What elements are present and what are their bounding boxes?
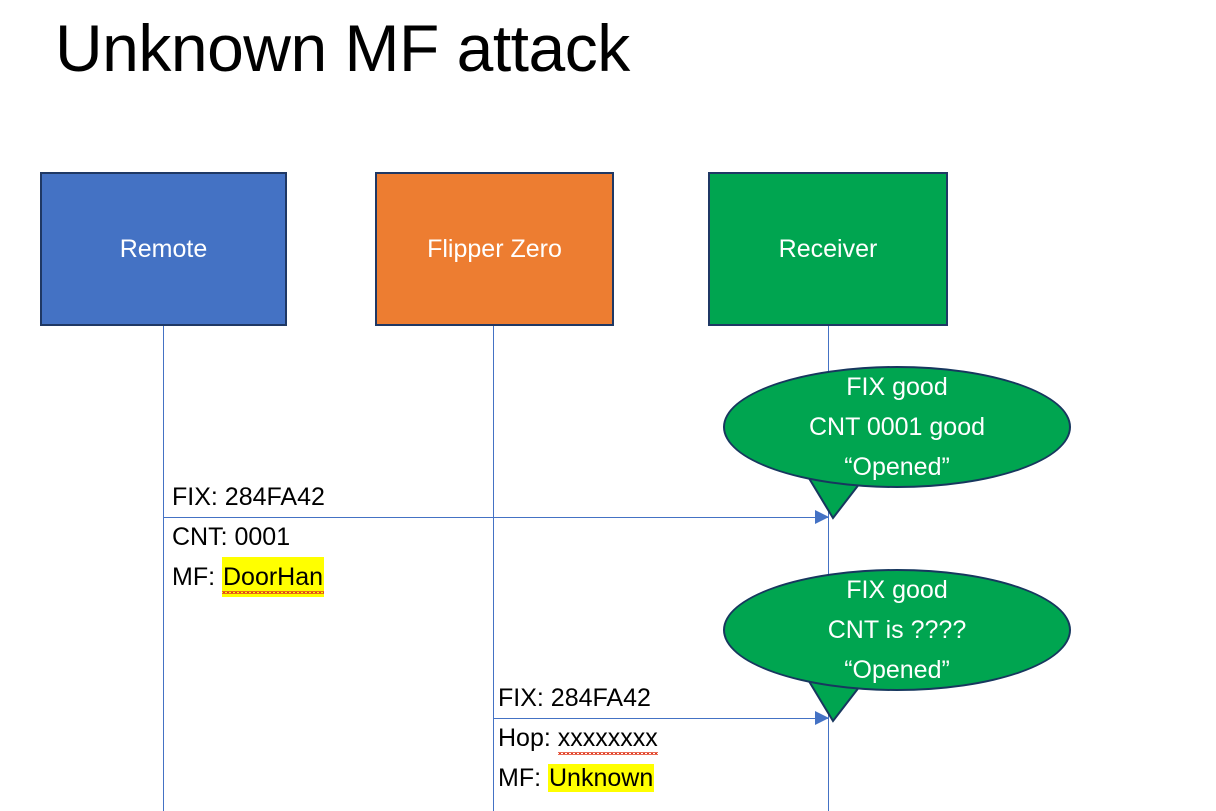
callout-line-1: FIX good bbox=[846, 373, 948, 401]
message-value-highlighted: DoorHan bbox=[222, 557, 325, 597]
callout-line-3: “Opened” bbox=[844, 656, 950, 684]
message-line-cnt: CNT: 0001 bbox=[172, 517, 325, 557]
lifeline-receiver bbox=[828, 326, 829, 811]
callout-line-2: CNT is ???? bbox=[827, 616, 967, 644]
message-line-hop: Hop: xxxxxxxx bbox=[498, 718, 658, 758]
message-arrow-remote-to-receiver bbox=[163, 517, 829, 518]
message-prefix: MF: bbox=[172, 563, 222, 591]
actor-label-receiver: Receiver bbox=[778, 235, 878, 263]
actor-box-remote[interactable]: Remote bbox=[40, 172, 287, 326]
message-value: 284FA42 bbox=[550, 684, 651, 712]
message-label-remote: FIX: 284FA42 CNT: 0001 MF: DoorHan bbox=[172, 477, 325, 597]
message-line-mf: MF: DoorHan bbox=[172, 557, 325, 597]
message-prefix: FIX: bbox=[498, 684, 551, 712]
message-prefix: Hop: bbox=[498, 724, 558, 752]
message-line-fix: FIX: 284FA42 bbox=[498, 678, 658, 718]
message-label-flipper: FIX: 284FA42 Hop: xxxxxxxx MF: Unknown bbox=[498, 678, 658, 798]
callout-line-2: CNT 0001 good bbox=[808, 413, 986, 441]
message-value-misspelled: xxxxxxxx bbox=[557, 718, 658, 758]
callout-line-1: FIX good bbox=[846, 576, 948, 604]
callout-line-3: “Opened” bbox=[844, 453, 950, 481]
actor-box-receiver[interactable]: Receiver bbox=[708, 172, 948, 326]
actor-box-flipper[interactable]: Flipper Zero bbox=[375, 172, 614, 326]
message-line-mf: MF: Unknown bbox=[498, 758, 658, 798]
arrow-head-icon bbox=[815, 510, 829, 524]
page-title: Unknown MF attack bbox=[55, 11, 630, 85]
lifeline-remote bbox=[163, 326, 164, 811]
arrow-head-icon bbox=[815, 711, 829, 725]
message-prefix: CNT: bbox=[172, 523, 235, 551]
lifeline-flipper bbox=[493, 326, 494, 811]
message-value-highlighted: Unknown bbox=[548, 764, 655, 792]
message-value: 0001 bbox=[234, 523, 291, 551]
actor-label-flipper: Flipper Zero bbox=[427, 235, 562, 263]
message-prefix: MF: bbox=[498, 764, 548, 792]
callout-bubble-1: FIX good CNT 0001 good “Opened” bbox=[723, 366, 1071, 488]
message-value: 284FA42 bbox=[224, 483, 325, 511]
actor-label-remote: Remote bbox=[119, 235, 208, 263]
message-arrow-flipper-to-receiver bbox=[493, 718, 829, 719]
message-line-fix: FIX: 284FA42 bbox=[172, 477, 325, 517]
callout-bubble-2: FIX good CNT is ???? “Opened” bbox=[723, 569, 1071, 691]
message-prefix: FIX: bbox=[172, 483, 225, 511]
